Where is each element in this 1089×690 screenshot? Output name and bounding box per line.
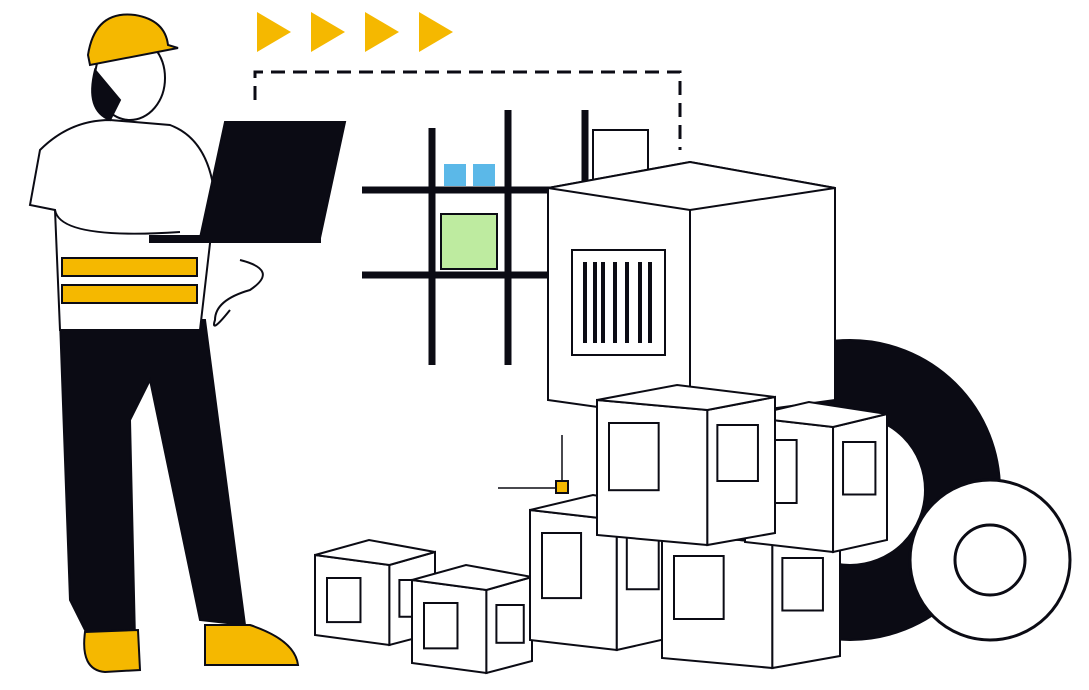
worker (28, 13, 347, 674)
this-side-up-icon (673, 555, 725, 620)
this-side-up-icon (423, 602, 459, 650)
barcode-box (547, 160, 836, 422)
this-side-up-icon (541, 532, 583, 600)
arrow-icon (365, 12, 399, 52)
cable (213, 259, 264, 327)
pointer-dot (555, 480, 569, 494)
shelf (362, 110, 650, 365)
hair (91, 67, 122, 122)
shelf-blue-box (444, 164, 466, 186)
boot (204, 624, 300, 666)
cardboard-box (596, 383, 776, 547)
cardboard-box (411, 563, 533, 675)
shelf-green-box (440, 213, 498, 270)
progress-arrows-icon (257, 12, 453, 52)
helmet-icon (86, 13, 179, 67)
shelf-blue-box (473, 164, 495, 186)
this-side-up-icon (326, 577, 362, 624)
boot (83, 628, 142, 674)
arrow-icon (311, 12, 345, 52)
arrow-icon (257, 12, 291, 52)
laptop-icon (198, 121, 347, 239)
pants (58, 319, 247, 641)
dashed-connector (253, 70, 682, 150)
vest-stripe (61, 284, 198, 304)
pointer-lines (498, 435, 563, 489)
small-gear-icon (908, 478, 1072, 642)
this-side-up-icon (608, 422, 660, 492)
arrow-icon (419, 12, 453, 52)
vest-stripe (61, 257, 198, 277)
